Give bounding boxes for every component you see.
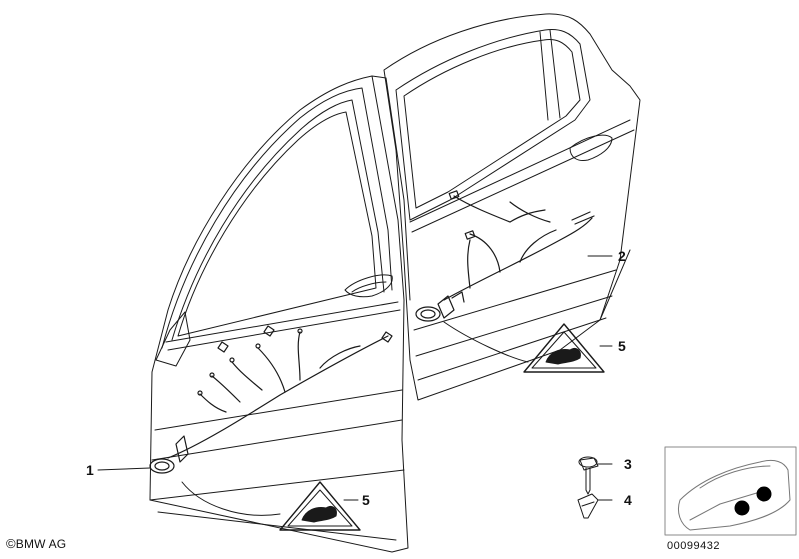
copyright-symbol: © xyxy=(6,536,16,551)
copyright-notice: ©BMW AG xyxy=(6,536,66,551)
callout-5-rear: 5 xyxy=(618,338,626,354)
car-thumbnail-icon xyxy=(664,446,797,536)
rear-wiring-harness xyxy=(415,190,595,322)
callout-5-front: 5 xyxy=(362,492,370,508)
copyright-text: BMW AG xyxy=(15,537,67,551)
front-door xyxy=(149,75,411,553)
front-wiring-harness xyxy=(149,325,393,474)
clip-nut-icon xyxy=(577,493,599,519)
callout-2: 2 xyxy=(618,248,626,264)
callout-1: 1 xyxy=(86,462,94,478)
callout-3: 3 xyxy=(624,456,632,472)
rear-door xyxy=(383,13,641,401)
warning-triangle-icon xyxy=(279,481,361,531)
warning-triangle-icon xyxy=(523,323,605,373)
screw-icon xyxy=(578,456,599,495)
callout-4: 4 xyxy=(624,492,632,508)
drawing-number: 00099432 xyxy=(667,540,720,552)
